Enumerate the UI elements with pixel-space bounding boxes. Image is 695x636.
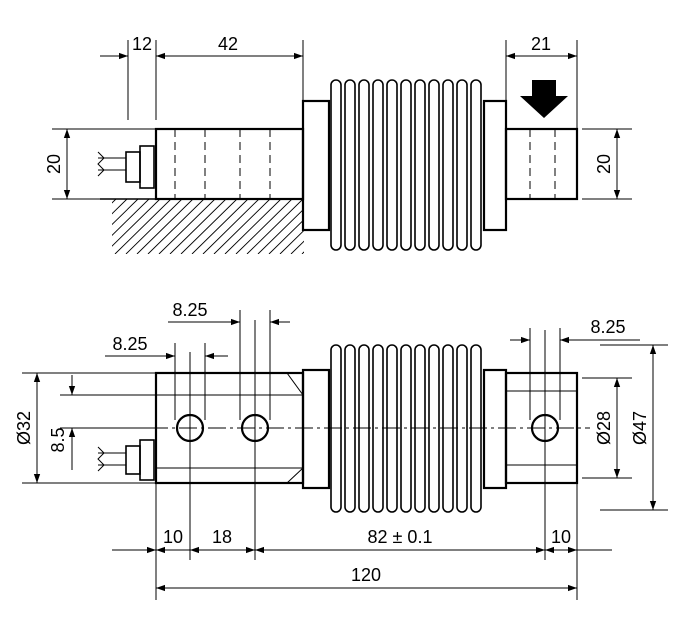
dimension-8-5: 8.5 bbox=[48, 375, 156, 470]
hatch-line bbox=[112, 199, 161, 247]
hatch-line bbox=[125, 199, 183, 254]
hatch-line bbox=[158, 199, 216, 254]
hatch-line bbox=[213, 199, 271, 254]
dimension-21: 21 bbox=[505, 34, 578, 128]
dim-18-label: 18 bbox=[212, 527, 232, 547]
hatch-line bbox=[112, 199, 128, 215]
hatch-line bbox=[180, 199, 238, 254]
hatch-line bbox=[235, 199, 293, 254]
bellows-fin bbox=[372, 79, 384, 251]
dim-20-right-label: 20 bbox=[594, 154, 614, 174]
dim-82-label: 82 ± 0.1 bbox=[368, 527, 433, 547]
bellows-fin bbox=[344, 79, 356, 251]
down-arrow-icon bbox=[520, 80, 568, 118]
bellows-body bbox=[301, 79, 508, 251]
hatch-line bbox=[290, 240, 304, 254]
hatch-line bbox=[114, 199, 172, 254]
hatch-line bbox=[279, 229, 304, 254]
hatch-line bbox=[191, 199, 249, 254]
mounting-surface-hatch bbox=[100, 198, 380, 254]
dim-dia-28-label: Ø28 bbox=[594, 411, 614, 445]
hatch-line bbox=[147, 199, 205, 254]
hatch-line bbox=[268, 218, 304, 254]
bellows-fin bbox=[330, 79, 342, 251]
left-mounting-block bbox=[154, 127, 305, 201]
dimension-20-left: 20 bbox=[44, 128, 156, 200]
dim-10-left-label: 10 bbox=[163, 527, 183, 547]
dimension-120: 120 bbox=[156, 565, 577, 592]
dim-120-label: 120 bbox=[351, 565, 381, 585]
dimension-dia-28: Ø28 bbox=[582, 377, 632, 479]
bellows-fin bbox=[456, 79, 468, 251]
bellows-fin bbox=[428, 344, 440, 513]
dim-8-25-upper-label: 8.25 bbox=[172, 300, 207, 320]
bellows-fin bbox=[358, 79, 370, 251]
cable bbox=[97, 145, 155, 189]
hatch-line bbox=[112, 199, 117, 204]
dimension-dia-47: Ø47 bbox=[600, 344, 668, 511]
bottom-view: 8.25 8.25 8.25 Ø32 bbox=[14, 300, 668, 600]
dimension-12-42: 12 42 bbox=[100, 34, 304, 120]
dim-8-5-label: 8.5 bbox=[48, 427, 68, 452]
bellows-fin bbox=[386, 79, 398, 251]
right-load-block bbox=[504, 127, 579, 201]
dim-10-right-label: 10 bbox=[551, 527, 571, 547]
dim-8-25-right-label: 8.25 bbox=[590, 317, 625, 337]
dimension-dia-32: Ø32 bbox=[14, 372, 156, 484]
dim-21-label: 21 bbox=[531, 34, 551, 54]
bellows-fin bbox=[400, 79, 412, 251]
cable-bottom bbox=[97, 439, 155, 481]
bellows-fin bbox=[470, 79, 482, 251]
dimension-20-right: 20 bbox=[582, 128, 632, 200]
hatch-line bbox=[112, 199, 139, 226]
bellows-convolutions bbox=[330, 79, 482, 251]
hatch-line bbox=[136, 199, 194, 254]
top-view: 12 42 21 20 20 bbox=[44, 34, 632, 254]
dimension-8-25-upper: 8.25 bbox=[168, 300, 290, 420]
bellows-fin bbox=[442, 79, 454, 251]
hatch-line bbox=[224, 199, 282, 254]
dim-42-label: 42 bbox=[218, 34, 238, 54]
mounting-holes bbox=[175, 320, 560, 560]
dim-12-label: 12 bbox=[132, 34, 152, 54]
hatch-line bbox=[169, 199, 227, 254]
dimension-row-lengths: 10 18 82 ± 0.1 10 bbox=[112, 483, 612, 600]
hatch-line bbox=[324, 199, 380, 254]
dimension-8-25-right: 8.25 bbox=[510, 317, 640, 420]
bellows-fin bbox=[428, 79, 440, 251]
dim-dia-47-label: Ø47 bbox=[630, 411, 650, 445]
bellows-fin bbox=[414, 79, 426, 251]
hatch-line bbox=[112, 199, 150, 236]
hatch-line bbox=[257, 208, 304, 254]
hatch-line bbox=[246, 199, 304, 254]
dim-20-left-label: 20 bbox=[44, 154, 64, 174]
dim-8-25-lower-label: 8.25 bbox=[112, 334, 147, 354]
hatch-line bbox=[202, 199, 260, 254]
dimension-8-25-lower: 8.25 bbox=[105, 334, 228, 420]
dim-dia-32-label: Ø32 bbox=[14, 411, 34, 445]
